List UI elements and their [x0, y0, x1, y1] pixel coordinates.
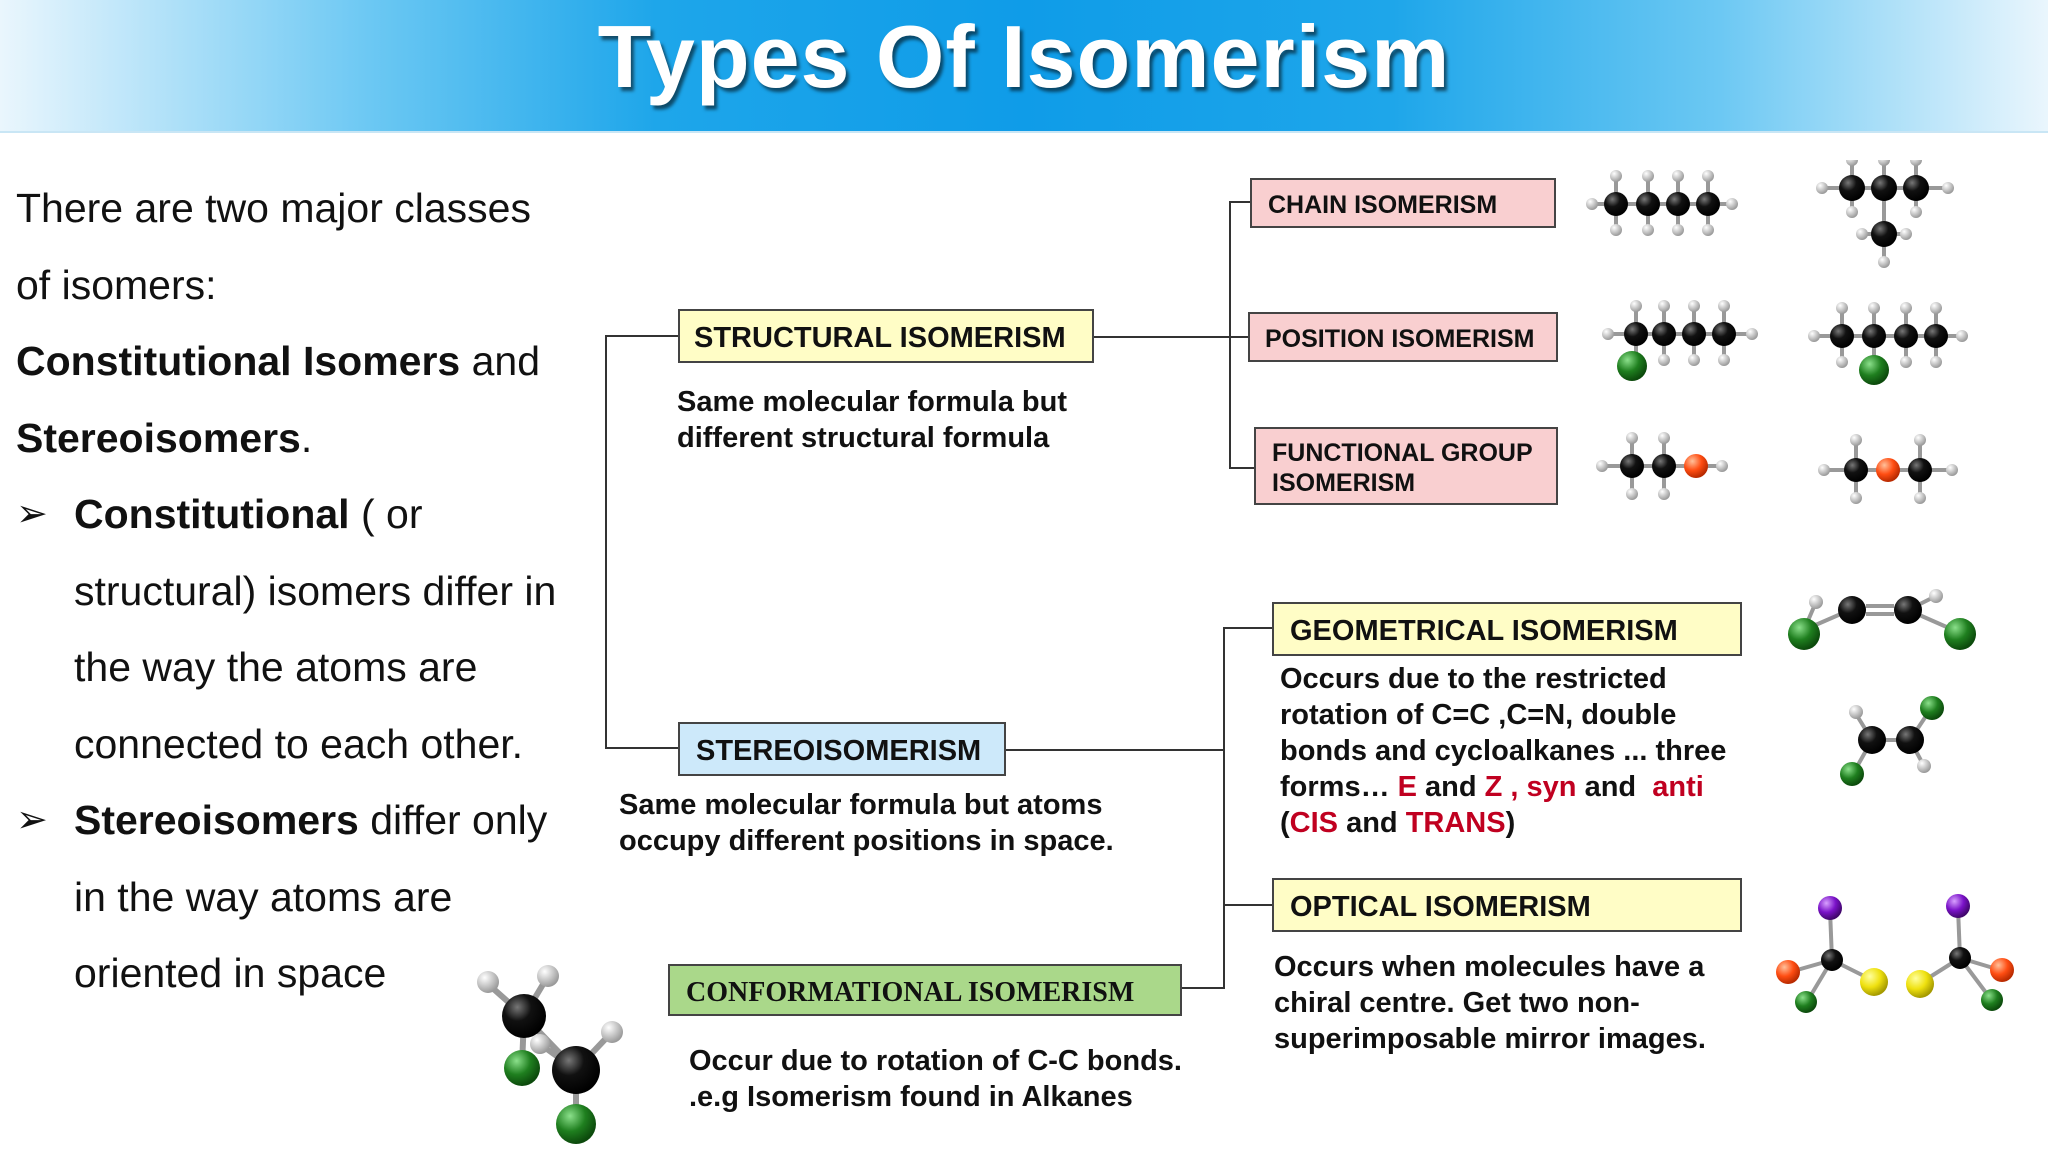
- term-z: Z: [1484, 771, 1503, 803]
- classes-a: Constitutional Isomers: [16, 338, 461, 384]
- functional-molecule-2: [1818, 434, 1958, 504]
- optical-molecule-1: [1776, 896, 1888, 1013]
- stereo-desc: Same molecular formula but atoms occupy …: [619, 789, 1114, 857]
- optical-isomerism-box: OPTICAL ISOMERISM: [1272, 878, 1742, 932]
- geometrical-molecule-trans: [1788, 589, 1976, 650]
- functional-label-line1: FUNCTIONAL GROUP: [1272, 439, 1533, 467]
- and-2: and: [1576, 771, 1645, 803]
- conformational-isomerism-box: CONFORMATIONAL ISOMERISM: [668, 964, 1182, 1016]
- term-anti: anti: [1652, 771, 1704, 803]
- page-title: Types Of Isomerism: [597, 7, 1451, 106]
- position-molecule-2: [1808, 302, 1968, 385]
- geometrical-desc-text: Occurs due to the restricted rotation of…: [1280, 663, 1727, 803]
- arrow-bullet-icon: ➢: [16, 799, 48, 841]
- term-cis: CIS: [1289, 807, 1339, 839]
- structural-label: STRUCTURAL ISOMERISM: [694, 322, 1066, 354]
- functional-label-line2: ISOMERISM: [1272, 469, 1416, 497]
- classes-b: Stereoisomers: [16, 414, 301, 461]
- optical-label: OPTICAL ISOMERISM: [1290, 891, 1591, 923]
- structural-isomerism-box: STRUCTURAL ISOMERISM: [678, 309, 1094, 363]
- functional-molecule-1: [1596, 432, 1728, 500]
- classes-and: and: [460, 338, 541, 384]
- bullet2-bold: Stereoisomers: [74, 797, 359, 843]
- conformational-molecule: [477, 965, 623, 1144]
- chain-molecule-linear: [1586, 170, 1738, 236]
- conformational-desc: Occur due to rotation of C-C bonds. .e.g …: [689, 1043, 1249, 1115]
- intro-line1: There are two major classes of isomers:: [16, 185, 531, 308]
- chain-molecule-branched: [1816, 160, 1954, 268]
- geometrical-molecule-cis: [1840, 696, 1944, 786]
- position-molecule-1: [1602, 300, 1758, 381]
- bullet2-rest: differ only in the way atoms are oriente…: [74, 797, 548, 996]
- geometrical-desc: Occurs due to the restricted rotation of…: [1280, 661, 1760, 841]
- bullet1-bold: Constitutional: [74, 491, 350, 537]
- term-e: E: [1397, 771, 1417, 803]
- and-3: and: [1338, 807, 1406, 839]
- molecule-models: [1586, 160, 2014, 1013]
- stereo-label: STEREOISOMERISM: [696, 735, 982, 767]
- intro-classes: Constitutional Isomers and Stereoisomers…: [16, 323, 576, 476]
- optical-desc: Occurs when molecules have a chiral cent…: [1274, 951, 1706, 1055]
- term-syn: syn: [1526, 771, 1577, 803]
- stereoisomerism-box: STEREOISOMERISM: [678, 722, 1006, 776]
- chain-isomerism-box: CHAIN ISOMERISM: [1250, 178, 1556, 228]
- and-1: and: [1416, 771, 1485, 803]
- position-label: POSITION ISOMERISM: [1265, 325, 1535, 353]
- comma: ,: [1502, 771, 1527, 803]
- structural-desc: Same molecular formula but different str…: [677, 386, 1067, 454]
- title-banner: [0, 0, 2048, 133]
- paren-open: (: [1280, 807, 1290, 839]
- conformational-label: CONFORMATIONAL ISOMERISM: [686, 977, 1135, 1008]
- arrow-bullet-icon: ➢: [16, 493, 48, 535]
- position-isomerism-box: POSITION ISOMERISM: [1248, 312, 1558, 362]
- geometrical-label: GEOMETRICAL ISOMERISM: [1290, 615, 1678, 647]
- classes-period: .: [300, 414, 313, 461]
- bullet-constitutional: ➢ Constitutional ( or structural) isomers…: [16, 476, 576, 782]
- chain-label: CHAIN ISOMERISM: [1268, 191, 1498, 219]
- paren-close: ): [1505, 807, 1516, 839]
- conformational-desc-line2: .e.g Isomerism found in Alkanes: [689, 1081, 1133, 1113]
- optical-molecule-2: [1906, 894, 2014, 1011]
- bullet1-rest: ( or structural) isomers differ in the w…: [74, 491, 557, 767]
- conformational-desc-line1: Occur due to rotation of C-C bonds.: [689, 1045, 1182, 1077]
- geometrical-isomerism-box: GEOMETRICAL ISOMERISM: [1272, 602, 1742, 656]
- bullet-stereoisomers: ➢ Stereoisomers differ only in the way at…: [16, 782, 576, 1012]
- intro-text: There are two major classes of isomers: …: [16, 170, 576, 1012]
- term-trans: TRANS: [1405, 807, 1506, 839]
